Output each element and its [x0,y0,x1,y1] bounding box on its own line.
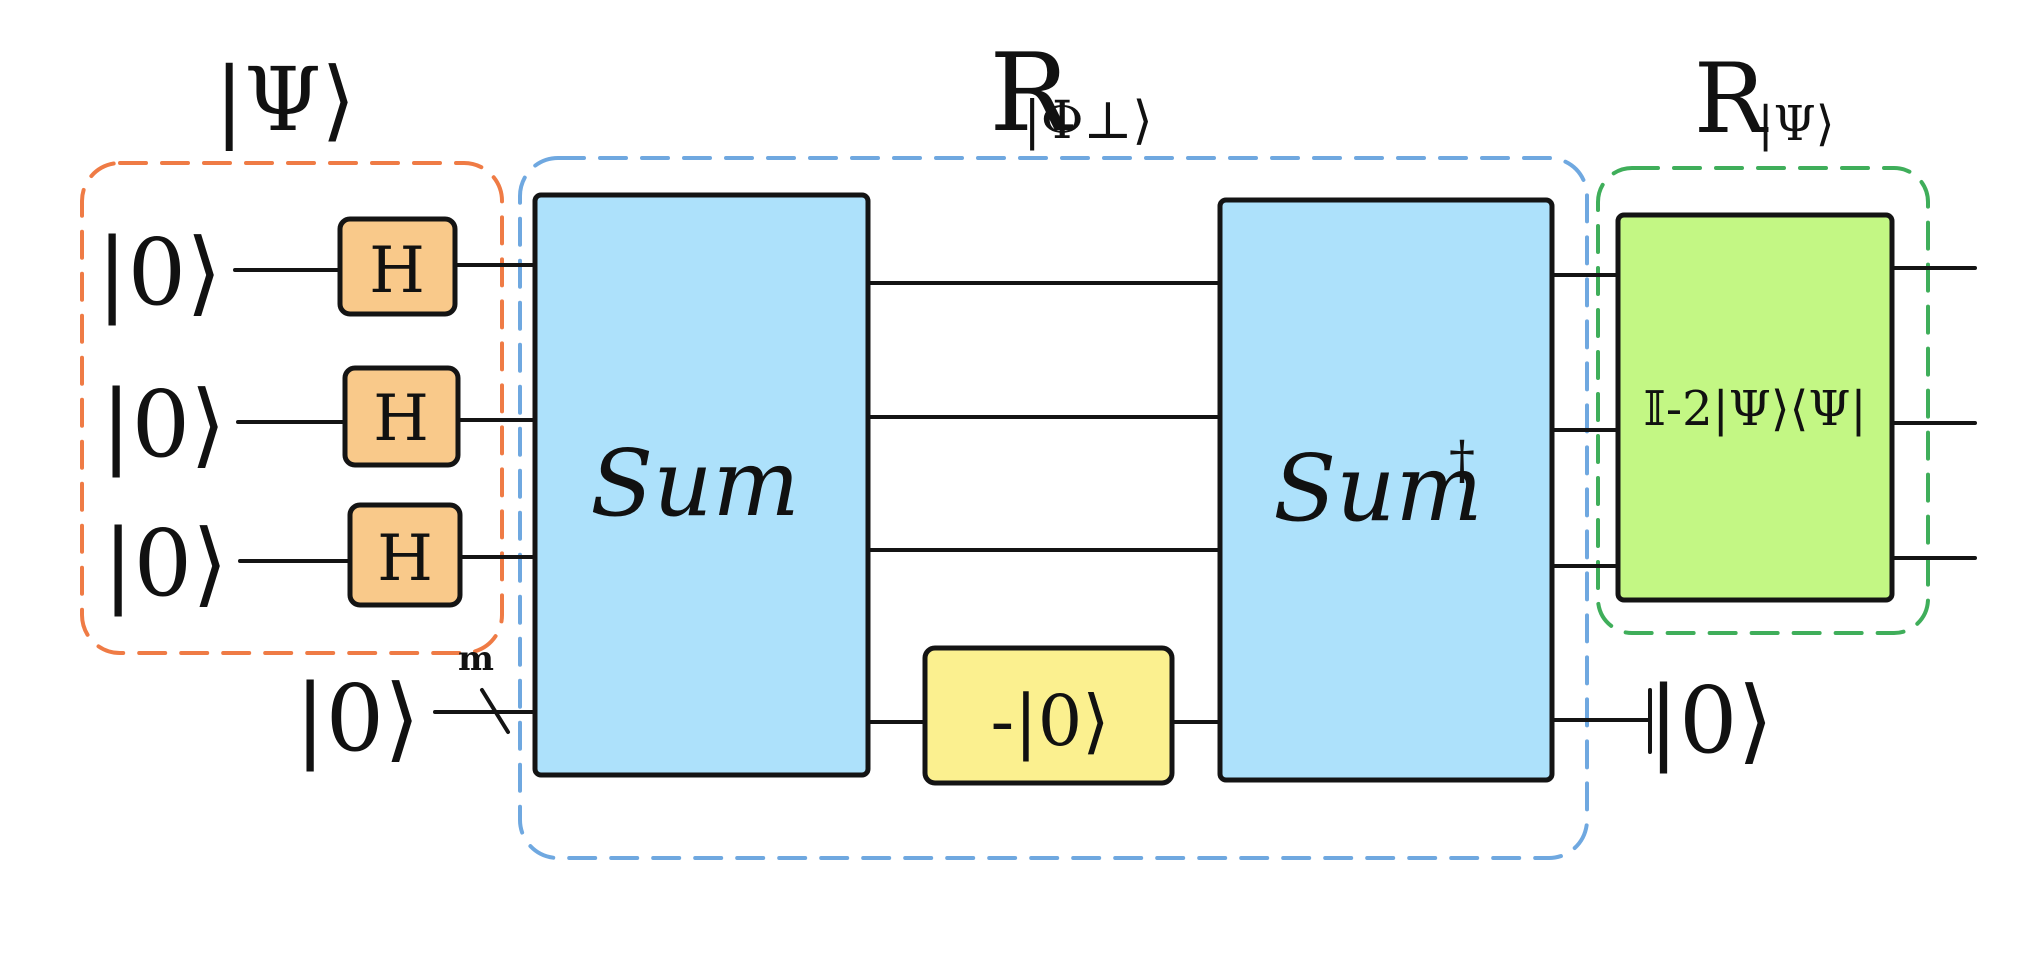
oracle-group-outline [518,156,1589,860]
oracle-label-subscript: |Φ⊥⟩ [1023,91,1152,151]
hadamard-gate-q2[interactable]: H [347,502,463,608]
state-prep-group-outline [80,161,504,655]
sum-gate[interactable]: Sum [532,192,871,778]
output-ket-ancilla: |0⟩ [1648,667,1773,774]
diffusion-group-outline [1596,166,1930,635]
diffusion-label-subscript: |Ψ⟩ [1758,96,1835,152]
ancilla-register-size: m [458,639,494,679]
ancilla-register-slash [480,688,510,734]
sum-dagger-gate-label: Sum [1273,435,1483,542]
hadamard-gate-label: H [373,382,429,456]
phase-gate-label: -|0⟩ [990,680,1109,762]
phase-gate[interactable]: -|0⟩ [922,645,1175,786]
diffusion-label-main: R [1694,43,1769,155]
hadamard-gate-q1[interactable]: H [342,365,461,468]
state-prep-group-label: |Ψ⟩ [214,48,355,151]
sum-gate-label: Sum [590,430,800,537]
reflection-gate-label: 𝕀-2|Ψ⟩⟨Ψ| [1643,381,1866,437]
hadamard-gate-label: H [369,234,425,308]
reflection-gate[interactable]: 𝕀-2|Ψ⟩⟨Ψ| [1615,212,1895,603]
diffusion-group-label: R |Ψ⟩ [1694,43,1835,155]
input-ket-q1: |0⟩ [101,371,226,478]
sum-dagger-gate[interactable]: Sum † [1217,197,1555,783]
input-ket-q0: |0⟩ [97,219,222,326]
hadamard-gate-label: H [377,522,433,596]
oracle-group-label: R |Φ⊥⟩ [989,31,1152,156]
oracle-label-main: R [989,31,1073,156]
hadamard-gate-q0[interactable]: H [337,216,458,317]
input-ket-ancilla: |0⟩ [295,665,420,772]
input-ket-q2: |0⟩ [103,510,228,617]
dagger-mark: † [1449,431,1475,491]
